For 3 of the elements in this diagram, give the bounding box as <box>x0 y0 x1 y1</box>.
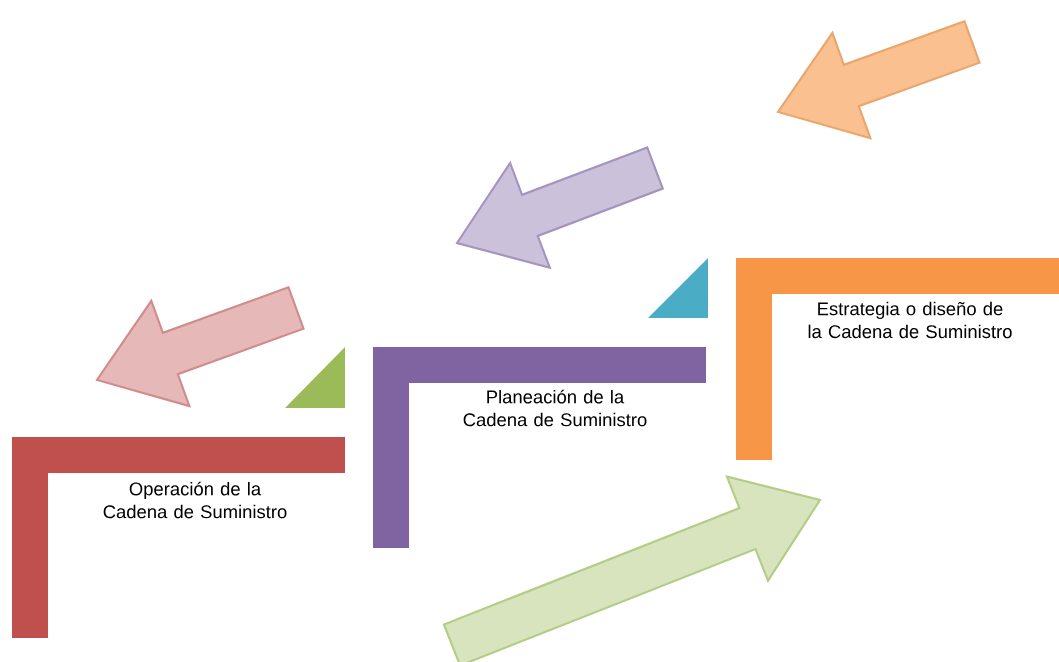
corner-block: Planeación de la Cadena de Suministro <box>373 347 706 548</box>
corner-block: Operación de la Cadena de Suministro <box>12 437 345 638</box>
corner-block: Estrategia o diseño de la Cadena de Suministro <box>736 258 1059 460</box>
